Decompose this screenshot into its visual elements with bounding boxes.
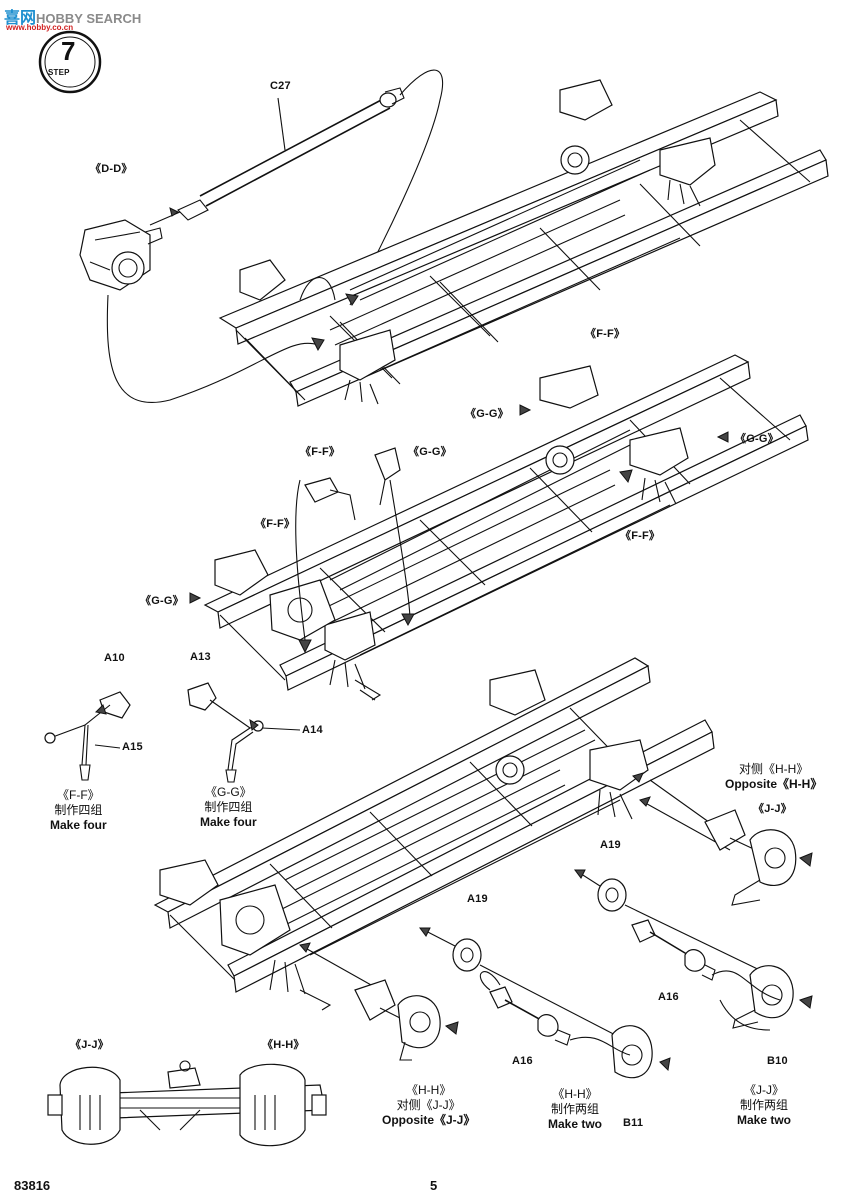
label-gg-mid: 《G-G》 xyxy=(408,446,452,458)
label-a19-right: A19 xyxy=(600,839,621,851)
step-word: STEP xyxy=(48,68,70,77)
label-jj-right: 《J-J》 xyxy=(753,803,792,815)
caption-cn: 对侧《J-J》 xyxy=(396,1098,461,1112)
caption-cn: 制作两组 xyxy=(551,1102,600,1116)
watermark-en: HOBBY SEARCH xyxy=(36,11,142,26)
step-number: 7 xyxy=(61,36,76,66)
label-b11: B11 xyxy=(623,1117,644,1129)
label-jj-bottom-left: 《J-J》 xyxy=(70,1039,109,1051)
label-ff-mid: 《F-F》 xyxy=(300,446,341,458)
caption-gg-make-four: 《G-G》 制作四组 Make four xyxy=(200,785,257,830)
chassis-frame-3 xyxy=(153,657,731,1011)
label-ff-top-right: 《F-F》 xyxy=(620,530,661,542)
leader-diff-to-chassis xyxy=(106,294,319,403)
drive-shaft-c27 xyxy=(149,87,405,226)
kit-number: 83816 xyxy=(14,1178,51,1193)
watermark-url: www.hobby.co.cn xyxy=(6,23,74,32)
brake-disc-a19-left xyxy=(419,927,626,1041)
caption-ff-make-four: 《F-F》 制作四组 Make four xyxy=(50,788,107,833)
caption-hh-opposite-top: 对侧《H-H》 Opposite《H-H》 xyxy=(725,762,822,792)
caption-jj-make-two: 《J-J》 制作两组 Make two xyxy=(737,1083,791,1128)
label-a13: A13 xyxy=(190,651,211,663)
label-c27: C27 xyxy=(270,80,291,92)
label-a14: A14 xyxy=(302,724,323,736)
caption-en: Opposite《J-J》 xyxy=(382,1113,476,1127)
caption-en: Opposite《H-H》 xyxy=(725,777,823,791)
axle-assembly-bottom xyxy=(47,1060,327,1147)
parts-a13-a14 xyxy=(187,682,301,783)
step-badge xyxy=(38,30,102,94)
brake-disc-a19-right xyxy=(574,869,771,976)
label-gg-top-left: 《G-G》 xyxy=(465,408,509,420)
caption-cn: 对侧《H-H》 xyxy=(739,762,809,776)
label-gg-top-right: 《G-G》 xyxy=(735,433,779,445)
label-ff-mid-left: 《F-F》 xyxy=(255,518,296,530)
caption-en: Make four xyxy=(200,815,257,829)
label-a16-right: A16 xyxy=(658,991,679,1003)
label-a16-left: A16 xyxy=(512,1055,533,1067)
caption-cn: 制作四组 xyxy=(204,800,253,814)
label-a15: A15 xyxy=(122,741,143,753)
caption-ref: 《G-G》 xyxy=(205,785,252,799)
axle-shaft-a16-right xyxy=(631,919,716,981)
label-dd: 《D-D》 xyxy=(90,163,133,175)
caption-ref: 《F-F》 xyxy=(57,788,100,802)
caption-en: Make two xyxy=(737,1113,792,1127)
hub-assembly-right xyxy=(704,809,813,906)
caption-hh-make-two: 《H-H》 制作两组 Make two xyxy=(548,1087,602,1132)
hub-assembly-left xyxy=(354,979,459,1061)
watermark-cn: 喜网 xyxy=(4,10,37,27)
parts-a10-a15 xyxy=(44,691,131,781)
caption-cn: 制作四组 xyxy=(54,803,103,817)
hub-knuckle-b10 xyxy=(711,965,813,1031)
caption-en: Make four xyxy=(50,818,107,832)
axle-shaft-a16-left xyxy=(479,971,571,1046)
label-ff-top: 《F-F》 xyxy=(585,328,626,340)
caption-cn: 制作两组 xyxy=(740,1098,789,1112)
caption-hh-opposite-jj: 《H-H》 对侧《J-J》 Opposite《J-J》 xyxy=(382,1083,475,1128)
label-a10: A10 xyxy=(104,652,125,664)
caption-en: Make two xyxy=(548,1117,603,1131)
chassis-frame-1 xyxy=(218,79,829,407)
label-hh-bottom-left: 《H-H》 xyxy=(262,1039,305,1051)
label-b10: B10 xyxy=(767,1055,788,1067)
label-gg-mid-left: 《G-G》 xyxy=(140,595,184,607)
page-number: 5 xyxy=(430,1178,438,1193)
chassis-frame-2 xyxy=(189,354,809,701)
hub-knuckle-b11 xyxy=(569,1025,671,1079)
hobby-search-watermark: 喜网HOBBY SEARCH www.hobby.co.cn xyxy=(4,4,142,32)
caption-ref: 《H-H》 xyxy=(406,1083,452,1097)
caption-ref: 《H-H》 xyxy=(552,1087,598,1101)
caption-ref: 《J-J》 xyxy=(744,1083,784,1097)
differential-dd xyxy=(79,219,163,291)
label-a19-left: A19 xyxy=(467,893,488,905)
